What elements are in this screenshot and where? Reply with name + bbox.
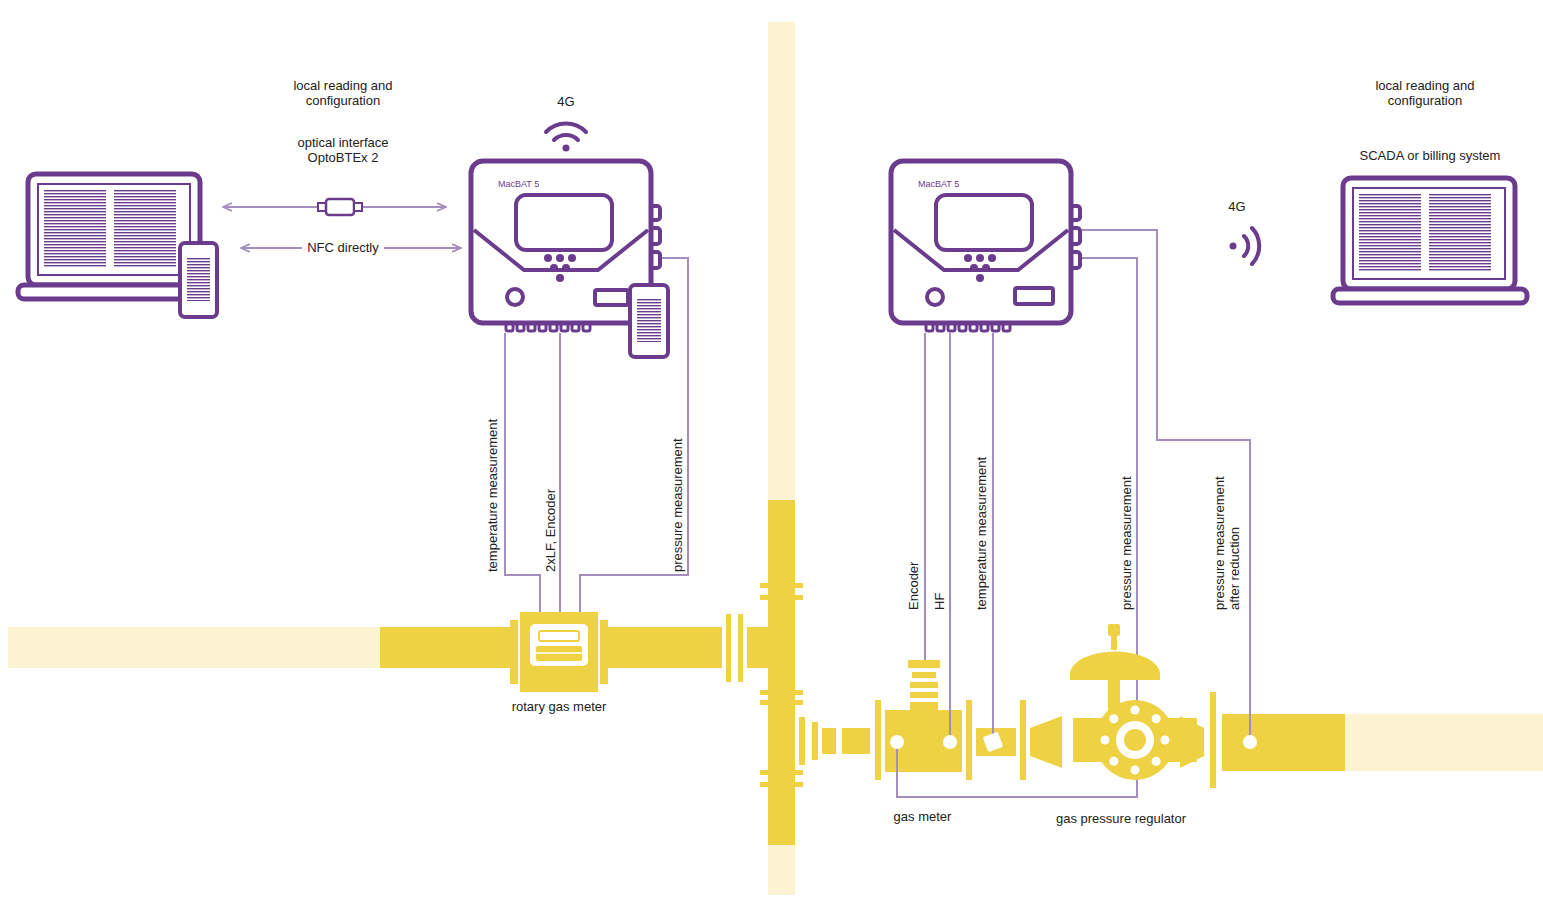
gas-meter: gas meter bbox=[880, 660, 965, 772]
node-outline bbox=[888, 158, 1082, 333]
node-label: SCADA or billing system bbox=[1360, 148, 1501, 163]
signal-wire bbox=[505, 333, 540, 612]
data-logger: MacBAT 5 bbox=[468, 158, 662, 333]
annotation-label: local reading and configuration bbox=[278, 78, 408, 108]
annotation-label: pressure measurement after reduction bbox=[1212, 460, 1242, 610]
rotary-meter: rotary gas meter bbox=[510, 612, 608, 692]
annotation-label: optical interface OptoBTEx 2 bbox=[278, 135, 408, 165]
wire-label: 2xLF, Encoder bbox=[543, 489, 558, 572]
node-label: MacBAT 5 bbox=[498, 179, 539, 190]
node-label: rotary gas meter bbox=[512, 699, 607, 714]
node-outline bbox=[1065, 622, 1205, 790]
signal-wire bbox=[949, 333, 951, 660]
pressure-regulator: gas pressure regulator bbox=[1065, 622, 1205, 790]
wire-label: pressure measurement bbox=[670, 438, 685, 572]
node-label: gas pressure regulator bbox=[1056, 811, 1186, 826]
signal-wire bbox=[924, 333, 926, 660]
node-outline bbox=[468, 158, 662, 333]
annotation-label: temperature measurement bbox=[974, 457, 989, 610]
annotation-label: local reading and configuration bbox=[1360, 78, 1490, 108]
annotation-label: 4G bbox=[557, 94, 574, 109]
wire-label: HF bbox=[932, 593, 947, 610]
scada-laptop: SCADA or billing system bbox=[1333, 176, 1527, 312]
wire-label: Encoder bbox=[906, 562, 921, 610]
node-outline bbox=[880, 660, 965, 772]
node-label: gas meter bbox=[894, 809, 952, 824]
node-outline bbox=[510, 612, 608, 692]
data-logger: MacBAT 5 bbox=[888, 158, 1082, 333]
signal-wire bbox=[559, 333, 561, 612]
annotation-label: NFC directly bbox=[302, 240, 384, 255]
node-outline bbox=[1333, 176, 1527, 312]
annotation-label: 4G bbox=[1228, 199, 1245, 214]
node-label: MacBAT 5 bbox=[918, 179, 959, 190]
wire-label: temperature measurement bbox=[485, 419, 500, 572]
wire-label: pressure measurement bbox=[1119, 476, 1134, 610]
